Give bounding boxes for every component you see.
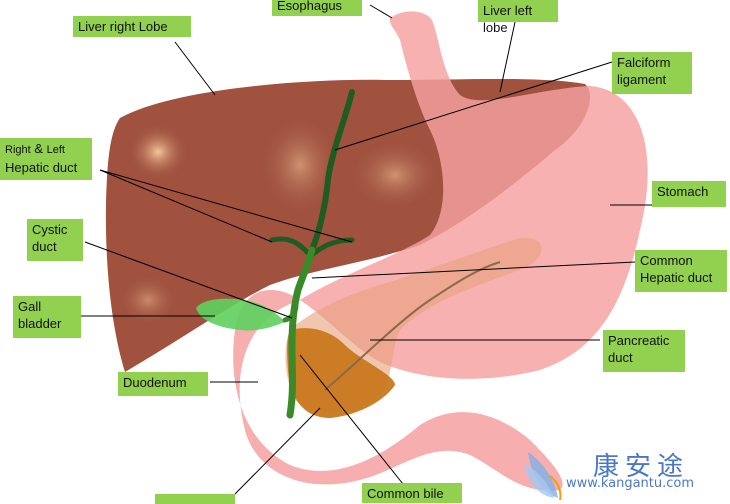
right-left-line: Right & Left [5, 140, 87, 159]
label-gall-bladder: Gall bladder [13, 296, 81, 338]
label-pancreatic-duct: Pancreatic duct [603, 330, 685, 372]
bile-ducts [269, 89, 355, 419]
label-liver-left-lobe: Liver left lobe [478, 0, 558, 35]
cystic-line-2: duct [32, 239, 57, 254]
watermark-chinese: 康安途 [593, 452, 690, 482]
pancreas [285, 237, 542, 418]
label-esophagus: Esophagus [272, 0, 362, 16]
hepatic-duct-line: Hepatic duct [5, 160, 78, 175]
label-hepatic-duct: Right & Left Hepatic duct [0, 138, 92, 180]
watermark: 康安途 www.kangantu.com [520, 446, 730, 500]
label-duodenum: Duodenum [118, 372, 208, 396]
leaf-logo-icon [524, 452, 562, 500]
label-common-hepatic-duct: Common Hepatic duct [635, 250, 727, 292]
label-falciform-ligament: Falciform ligament [612, 52, 692, 94]
gall-line-1: Gall [18, 299, 42, 314]
pancreatic-line-2: duct [608, 350, 633, 365]
amp-word: & [34, 141, 43, 156]
falciform-line-2: ligament [617, 72, 667, 87]
label-cystic-duct: Cystic duct [27, 219, 83, 261]
label-partial-bottom-left [155, 494, 235, 504]
falciform-line-1: Falciform [617, 55, 671, 70]
left-word: Left [46, 144, 65, 156]
watermark-url: www.kangantu.com [566, 476, 695, 491]
gall-line-2: bladder [18, 316, 62, 331]
common-hepatic-line-2: Hepatic duct [640, 270, 713, 285]
label-common-bile: Common bile [362, 483, 462, 503]
leader-lines [80, 4, 652, 495]
label-liver-right-lobe: Liver right Lobe [73, 16, 191, 37]
cystic-line-1: Cystic [32, 222, 68, 237]
common-hepatic-line-1: Common [640, 253, 693, 268]
gallbladder [196, 298, 285, 331]
right-word: Right [5, 144, 31, 156]
duodenum [233, 290, 563, 491]
pancreatic-line-1: Pancreatic [608, 333, 670, 348]
label-stomach: Stomach [652, 181, 726, 207]
